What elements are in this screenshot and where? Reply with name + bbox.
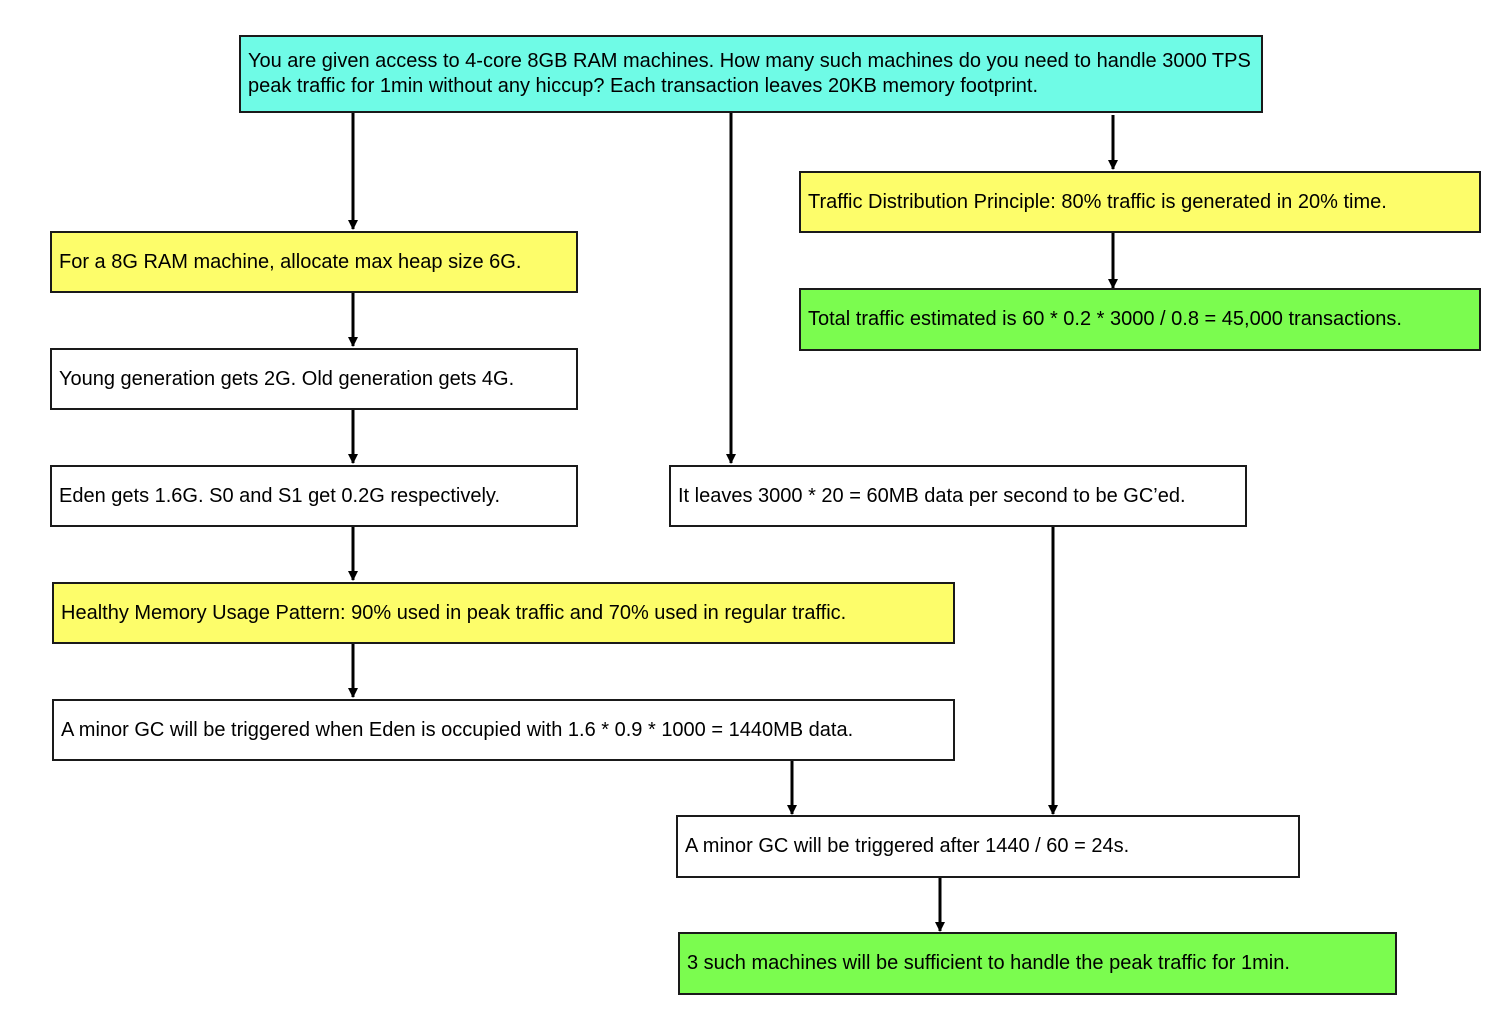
minor-gc-interval-box: A minor GC will be triggered after 1440 …: [676, 815, 1300, 878]
total-traffic-text: Total traffic estimated is 60 * 0.2 * 30…: [808, 308, 1402, 330]
minor-gc-threshold-text: A minor GC will be triggered when Eden i…: [61, 718, 854, 741]
memory-pattern-text: Healthy Memory Usage Pattern: 90% used i…: [61, 601, 847, 624]
question-text: You are given access to 4-core 8GB RAM m…: [248, 50, 1251, 97]
question-box: You are given access to 4-core 8GB RAM m…: [239, 35, 1263, 113]
eden-box: Eden gets 1.6G. S0 and S1 get 0.2G respe…: [50, 465, 578, 527]
minor-gc-threshold-box: A minor GC will be triggered when Eden i…: [52, 699, 955, 761]
heap-text: For a 8G RAM machine, allocate max heap …: [59, 250, 522, 273]
generations-text: Young generation gets 2G. Old generation…: [59, 367, 515, 390]
total-traffic-box: Total traffic estimated is 60 * 0.2 * 30…: [799, 288, 1481, 351]
memory-pattern-box: Healthy Memory Usage Pattern: 90% used i…: [52, 582, 955, 644]
gc-data-box: It leaves 3000 * 20 = 60MB data per seco…: [669, 465, 1247, 527]
conclusion-box: 3 such machines will be sufficient to ha…: [678, 932, 1397, 995]
conclusion-text: 3 such machines will be sufficient to ha…: [687, 952, 1290, 974]
traffic-principle-text: Traffic Distribution Principle: 80% traf…: [808, 190, 1387, 213]
generations-box: Young generation gets 2G. Old generation…: [50, 348, 578, 410]
heap-box: For a 8G RAM machine, allocate max heap …: [50, 231, 578, 293]
gc-data-text: It leaves 3000 * 20 = 60MB data per seco…: [678, 484, 1186, 507]
traffic-principle-box: Traffic Distribution Principle: 80% traf…: [799, 171, 1481, 233]
eden-text: Eden gets 1.6G. S0 and S1 get 0.2G respe…: [59, 484, 501, 507]
minor-gc-interval-text: A minor GC will be triggered after 1440 …: [685, 835, 1130, 857]
